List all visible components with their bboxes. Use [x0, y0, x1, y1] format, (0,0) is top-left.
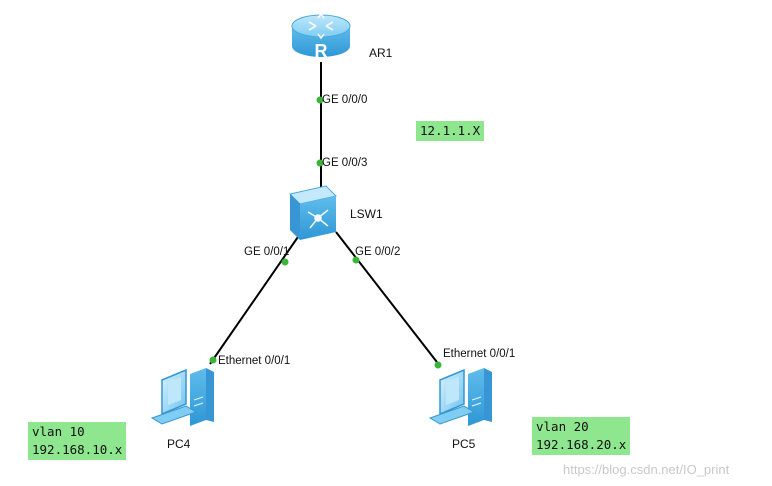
port-dot-pc4-eth: [209, 356, 217, 364]
port-label-lsw1-ge003: GE 0/0/3: [322, 157, 368, 169]
switch-icon[interactable]: [289, 185, 337, 240]
pc5-name: PC5: [452, 437, 476, 451]
pc4-name: PC4: [167, 437, 191, 451]
port-label-lsw1-ge002: GE 0/0/2: [355, 246, 401, 258]
port-dot-lsw1-ge002: [352, 256, 360, 264]
note-vlan20-subnet: 192.168.20.x: [536, 437, 627, 452]
port-dot-lsw1-ge001: [281, 258, 289, 266]
port-dot-ar1-ge000: [316, 96, 324, 104]
note-uplink-subnet: 12.1.1.X: [416, 121, 485, 141]
switch-name: LSW1: [350, 207, 383, 221]
port-dot-pc5-eth: [434, 361, 442, 369]
pc-icon[interactable]: [428, 368, 492, 426]
pc-icon[interactable]: [150, 368, 214, 426]
note-vlan20-vlan: vlan 20: [536, 419, 589, 434]
router-name: AR1: [369, 46, 393, 60]
port-dot-lsw1-ge003: [316, 159, 324, 167]
port-label-pc4-eth: Ethernet 0/0/1: [218, 355, 291, 367]
note-vlan10: vlan 10 192.168.10.x: [28, 422, 127, 460]
note-vlan10-subnet: 192.168.10.x: [32, 442, 123, 457]
link-lsw1-pc5: [335, 231, 441, 367]
port-label-lsw1-ge001: GE 0/0/1: [244, 246, 290, 258]
note-vlan20: vlan 20 192.168.20.x: [532, 417, 631, 455]
router-icon[interactable]: R: [291, 12, 351, 61]
link-lsw1-pc4: [209, 233, 301, 365]
watermark: https://blog.csdn.net/IO_print: [563, 462, 730, 477]
svg-text:R: R: [315, 41, 328, 61]
port-label-ar1-ge000: GE 0/0/0: [322, 94, 368, 106]
port-label-pc5-eth: Ethernet 0/0/1: [443, 348, 516, 360]
note-vlan10-vlan: vlan 10: [32, 424, 85, 439]
